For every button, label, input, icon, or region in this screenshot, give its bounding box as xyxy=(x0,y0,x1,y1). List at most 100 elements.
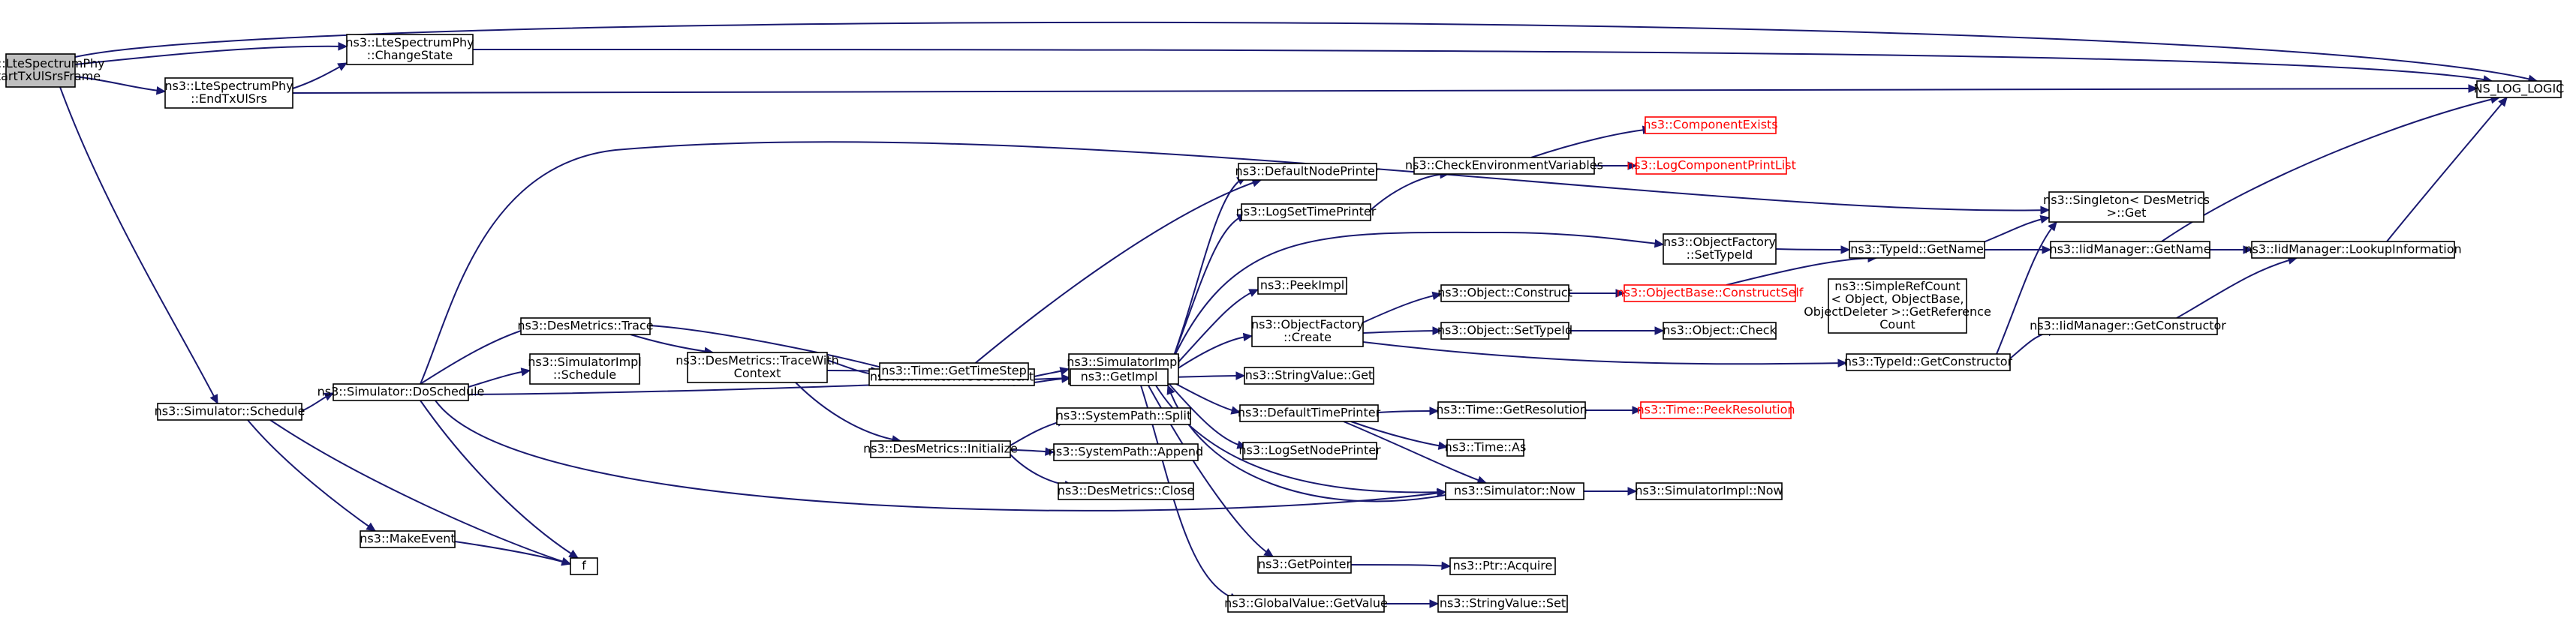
node-doschedule[interactable]: ns3::Simulator::DoSchedule xyxy=(317,383,485,401)
node-label: ns3::DesMetrics::Initialize xyxy=(863,442,1018,456)
node-trace[interactable]: ns3::DesMetrics::Trace xyxy=(517,317,654,335)
node-label: ::EndTxUlSrs xyxy=(191,92,267,106)
node-label: ns3::Singleton< DesMetrics xyxy=(2043,193,2210,207)
node-label: < Object, ObjectBase, xyxy=(1831,292,1964,306)
node-endtx[interactable]: ns3::LteSpectrumPhy::EndTxUlSrs xyxy=(164,77,293,109)
edge-iidlookup-to-nslog xyxy=(2386,97,2508,242)
node-label: ns3::DesMetrics::TraceWith xyxy=(676,353,839,368)
edge-objfactcreate-to-objconstruct xyxy=(1362,291,1443,323)
node-typeidgetname[interactable]: ns3::TypeId::GetName xyxy=(1849,241,1985,259)
node-objsettype[interactable]: ns3::Object::SetTypeId xyxy=(1437,322,1572,340)
node-label: ns3::LogSetNodePrinter xyxy=(1238,443,1381,458)
edge-deftimeprinter-to-timegetres xyxy=(1377,406,1440,416)
node-initialize[interactable]: ns3::DesMetrics::Initialize xyxy=(863,440,1018,458)
node-label: Count xyxy=(1879,317,1915,332)
node-checkenv[interactable]: ns3::CheckEnvironmentVariables xyxy=(1405,157,1603,175)
node-objconstruct[interactable]: ns3::Object::Construct xyxy=(1437,284,1572,302)
node-simnow[interactable]: ns3::Simulator::Now xyxy=(1445,482,1584,500)
node-label: ::Create xyxy=(1283,330,1332,344)
node-label: ns3::StringValue::Get xyxy=(1245,368,1373,382)
edge-typeidgetname-to-singleton xyxy=(1981,214,2051,244)
node-getimpl[interactable]: ns3::GetImpl xyxy=(1070,368,1169,386)
node-objfactsettype[interactable]: ns3::ObjectFactory::SetTypeId xyxy=(1663,233,1777,265)
node-close[interactable]: ns3::DesMetrics::Close xyxy=(1058,482,1194,500)
node-label: ns3::LteSpectrumPhy xyxy=(164,79,293,93)
node-label: ns3::DefaultNodePrinter xyxy=(1235,164,1380,178)
node-objfactcreate[interactable]: ns3::ObjectFactory::Create xyxy=(1251,316,1364,347)
node-peekimpl[interactable]: ns3::PeekImpl xyxy=(1257,277,1347,295)
edge-globalvalue-to-strvalset xyxy=(1384,599,1440,608)
edge-getimpl-to-deftimeprinter xyxy=(1167,379,1241,415)
node-makeevent[interactable]: ns3::MakeEvent xyxy=(360,530,456,548)
node-label: ::ChangeState xyxy=(367,48,453,62)
node-logsettime[interactable]: ns3::LogSetTimePrinter xyxy=(1236,203,1377,221)
node-label: ::SetTypeId xyxy=(1687,248,1753,262)
node-label: ns3::Object::Check xyxy=(1663,323,1777,338)
node-getpointer[interactable]: ns3::GetPointer xyxy=(1257,556,1352,574)
edge-start-to-changestate xyxy=(74,42,348,65)
edge-simnow-to-simimplnow xyxy=(1584,487,1638,496)
node-label: ns3::MakeEvent xyxy=(360,532,455,546)
node-append[interactable]: ns3::SystemPath::Append xyxy=(1049,443,1203,461)
node-label: ns3::SystemPath::Append xyxy=(1049,445,1203,459)
node-label: ns3::Simulator::Now xyxy=(1454,484,1575,498)
node-start[interactable]: ns3::LteSpectrumPhy::StartTxUlSrsFrame xyxy=(0,53,105,88)
node-ptracquire[interactable]: ns3::Ptr::Acquire xyxy=(1449,557,1556,575)
node-simimplnow[interactable]: ns3::SimulatorImpl::Now xyxy=(1635,482,1783,500)
node-label: ns3::Object::Construct xyxy=(1437,286,1572,300)
edge-logsettime-to-checkenv xyxy=(1370,170,1450,211)
node-iidgetname[interactable]: ns3::IidManager::GetName xyxy=(2049,241,2211,259)
edge-endtx-to-changestate xyxy=(292,62,348,89)
node-label: NS_LOG_LOGIC xyxy=(2474,82,2565,97)
call-edges xyxy=(59,21,2538,608)
node-label: ns3::Ptr::Acquire xyxy=(1453,559,1553,573)
node-strvalset[interactable]: ns3::StringValue::Set xyxy=(1437,595,1568,613)
edge-iidgetctor-to-iidlookup xyxy=(2176,256,2298,319)
node-nslog[interactable]: NS_LOG_LOGIC xyxy=(2474,80,2565,98)
node-label: ns3::Simulator::DoSchedule xyxy=(317,385,485,399)
node-iidlookup[interactable]: ns3::IidManager::LookupInformation xyxy=(2244,241,2462,259)
node-label: f xyxy=(582,559,586,573)
edge-objconstruct-to-objbaseconstruct xyxy=(1569,289,1626,298)
node-label: ns3::Time::GetResolution xyxy=(1436,403,1587,417)
node-singleton[interactable]: ns3::Singleton< DesMetrics >::Get xyxy=(2043,191,2210,223)
node-timegetres[interactable]: ns3::Time::GetResolution xyxy=(1436,401,1587,419)
node-globalvalue[interactable]: ns3::GlobalValue::GetValue xyxy=(1224,595,1388,613)
edge-start-to-schedule xyxy=(59,86,218,405)
node-split[interactable]: ns3::SystemPath::Split xyxy=(1056,407,1192,425)
node-label: ns3::DesMetrics::Close xyxy=(1058,484,1194,498)
node-timeas[interactable]: ns3::Time::As xyxy=(1445,439,1527,457)
node-defnodeprinter[interactable]: ns3::DefaultNodePrinter xyxy=(1235,163,1380,181)
edge-getimpl-to-simnow xyxy=(1155,385,1447,497)
edge-checkenv-to-logcompprint xyxy=(1594,161,1638,170)
node-schedule[interactable]: ns3::Simulator::Schedule xyxy=(155,403,305,421)
node-changestate[interactable]: ns3::LteSpectrumPhy::ChangeState xyxy=(345,34,474,65)
node-objbaseconstruct[interactable]: ns3::ObjectBase::ConstructSelf xyxy=(1617,284,1804,302)
node-simimplsched[interactable]: ns3::SimulatorImpl::Schedule xyxy=(528,353,642,385)
edge-schedule-to-doschedule xyxy=(301,392,335,412)
edge-objfactsettype-to-typeidgetname xyxy=(1775,245,1851,254)
node-gettimestep[interactable]: ns3::Time::GetTimeStep xyxy=(879,362,1029,380)
node-typeidgetctor[interactable]: ns3::TypeId::GetConstructor xyxy=(1844,353,2013,371)
node-simplerefcount[interactable]: ns3::SimpleRefCount< Object, ObjectBase,… xyxy=(1804,278,1991,334)
node-iidgetctor[interactable]: ns3::IidManager::GetConstructor xyxy=(2030,317,2226,335)
node-logsetnode[interactable]: ns3::LogSetNodePrinter xyxy=(1238,442,1381,460)
node-timepeekres[interactable]: ns3::Time::PeekResolution xyxy=(1636,401,1795,419)
node-strvalget[interactable]: ns3::StringValue::Get xyxy=(1244,367,1374,385)
edge-doschedule-to-f xyxy=(420,400,579,559)
node-objcheck[interactable]: ns3::Object::Check xyxy=(1663,322,1777,340)
node-label: ns3::StringValue::Set xyxy=(1440,596,1566,610)
node-deftimeprinter[interactable]: ns3::DefaultTimePrinter xyxy=(1238,404,1381,422)
edge-doschedule-to-singleton xyxy=(420,141,2051,385)
node-label: Context xyxy=(734,366,781,380)
node-label: ns3::IidManager::LookupInformation xyxy=(2244,242,2461,256)
node-compexists[interactable]: ns3::ComponentExists xyxy=(1643,116,1778,134)
node-label: ns3::TypeId::GetConstructor xyxy=(1844,355,2013,369)
edge-initialize-to-append xyxy=(1010,447,1055,456)
node-f[interactable]: f xyxy=(570,557,598,575)
edge-makeevent-to-f xyxy=(454,541,572,566)
node-label: ns3::DefaultTimePrinter xyxy=(1238,406,1381,420)
node-label: ns3::IidManager::GetName xyxy=(2049,242,2210,256)
node-logcompprint[interactable]: ns3::LogComponentPrintList xyxy=(1627,157,1796,175)
